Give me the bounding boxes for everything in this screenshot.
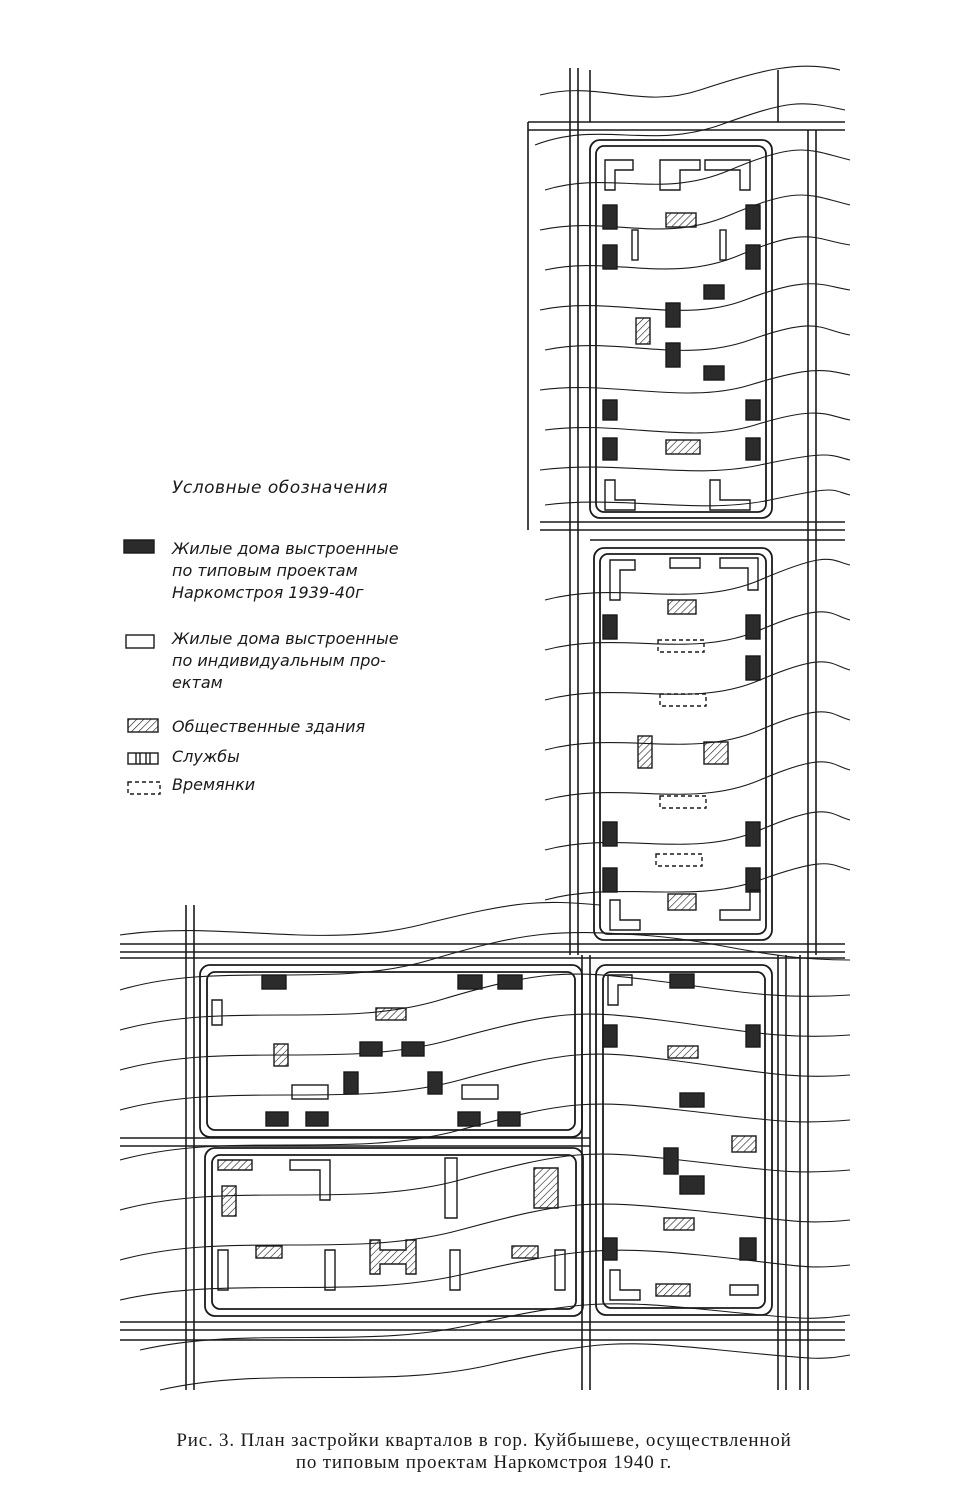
legend-title: Условные обозначения bbox=[172, 478, 389, 498]
legend-item-public-buildings: Общественные здания bbox=[120, 716, 365, 738]
hatched-block-icon bbox=[127, 718, 159, 733]
caption-line-1: Рис. 3. План застройки кварталов в гор. … bbox=[176, 1430, 792, 1451]
buildings-block-2 bbox=[602, 557, 761, 931]
legend-item-temporary: Времянки bbox=[120, 774, 255, 796]
street-network bbox=[120, 68, 845, 1390]
legend-item-services: Службы bbox=[120, 746, 240, 768]
legend-item-label: Времянки bbox=[172, 775, 256, 794]
caption-line-2: по типовым проектам Наркомстроя 1940 г. bbox=[295, 1452, 673, 1473]
legend-item-individual-houses: Жилые дома выстроенные по индивидуальным… bbox=[120, 628, 399, 694]
dashed-block-icon bbox=[127, 781, 161, 795]
legend-item-typical-houses: Жилые дома выстроенные по типовым проект… bbox=[120, 538, 399, 604]
contour-lines bbox=[119, 65, 851, 1391]
legend-item-label: Жилые дома выстроенные по типовым проект… bbox=[172, 539, 399, 602]
buildings-block-4 bbox=[217, 1157, 566, 1291]
site-plan-map bbox=[119, 65, 851, 1391]
legend-item-label: Общественные здания bbox=[172, 717, 366, 736]
legend-item-label: Жилые дома выстроенные по индивидуальным… bbox=[172, 629, 399, 692]
figure-caption: Рис. 3. План застройки кварталов в гор. … bbox=[40, 1430, 928, 1474]
outline-block-icon bbox=[125, 634, 155, 649]
legend-symbols bbox=[123, 539, 161, 795]
filled-block-icon bbox=[123, 539, 155, 554]
legend-item-label: Службы bbox=[172, 747, 240, 766]
buildings-block-3 bbox=[211, 974, 523, 1127]
service-block-icon bbox=[127, 752, 159, 765]
buildings-block-5 bbox=[602, 973, 761, 1301]
buildings-block-1 bbox=[602, 159, 761, 511]
